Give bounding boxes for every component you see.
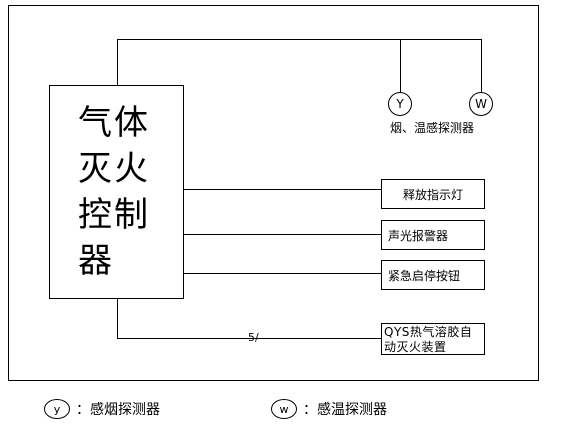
heat-detector-symbol: W: [475, 97, 487, 111]
smoke-detector-icon: Y: [388, 92, 412, 116]
emergency-start-stop-label: 紧急启停按钮: [388, 268, 461, 283]
detector-caption: 烟、温感探测器: [390, 121, 475, 135]
sound-light-alarm-label: 声光报警器: [388, 228, 449, 243]
legend-smoke-text: ：感烟探测器: [76, 402, 160, 418]
detector-loop-wire: [117, 39, 482, 92]
legend-smoke: y ：感烟探测器: [44, 399, 160, 419]
release-indicator-label: 释放指示灯: [402, 187, 463, 202]
legend-heat-symbol: w: [279, 402, 289, 416]
legend-smoke-icon: y: [44, 399, 70, 419]
release-indicator-box: 释放指示灯: [381, 179, 485, 209]
smoke-detector-symbol: Y: [396, 97, 404, 111]
extinguishing-device-box: QYS热气溶胶自动灭火装置: [381, 323, 485, 355]
emergency-start-stop-box: 紧急启停按钮: [381, 260, 485, 290]
legend-heat: w ：感温探测器: [271, 399, 387, 419]
sound-light-alarm-box: 声光报警器: [381, 220, 485, 250]
heat-detector-icon: W: [469, 92, 493, 116]
gas-extinguishing-controller: 气体灭火控制器: [49, 85, 184, 299]
legend-heat-icon: w: [271, 399, 297, 419]
cable-label: 5/: [248, 331, 259, 344]
legend-smoke-symbol: y: [53, 402, 61, 416]
diagram-frame: [8, 5, 539, 381]
legend-heat-text: ：感温探测器: [303, 402, 387, 418]
extinguishing-device-label: QYS热气溶胶自动灭火装置: [384, 325, 473, 354]
controller-title: 气体灭火控制器: [78, 103, 150, 281]
extinguisher-wire: [117, 299, 381, 339]
